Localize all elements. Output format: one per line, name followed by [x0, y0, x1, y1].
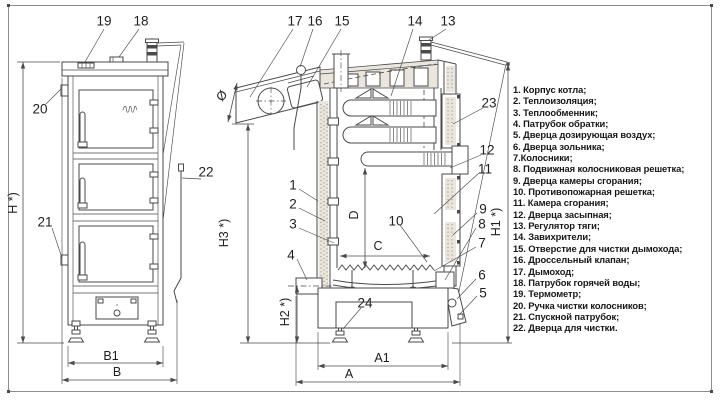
- air-dosing-valve: [447, 298, 457, 308]
- turbulator: [354, 115, 390, 126]
- callout-10: 10: [388, 213, 404, 229]
- legend-item: 10. Противопожарная решетка;: [513, 186, 655, 198]
- upper-door: [78, 89, 154, 149]
- section-view: [235, 36, 510, 343]
- callout-4: 4: [287, 247, 295, 263]
- callout-11: 11: [477, 161, 493, 177]
- front-dimensions: [17, 61, 178, 384]
- callout-2: 2: [289, 196, 297, 212]
- callout-22: 22: [198, 164, 214, 180]
- legend-item: 15. Отверстие для чистки дымохода;: [513, 242, 683, 254]
- heat-exchanger-tubes: [342, 88, 453, 167]
- return-pipe: [288, 277, 332, 295]
- callout-19: 19: [96, 13, 112, 29]
- legend-item: 7.Колосники;: [513, 152, 573, 164]
- dim-h1: H1 *): [488, 207, 503, 237]
- legend-item: 1. Корпус котла;: [513, 84, 587, 95]
- callout-18: 18: [133, 13, 149, 29]
- rear-wall: [316, 88, 339, 288]
- legend-item: 3. Теплообменник;: [513, 106, 598, 118]
- front-view: [60, 38, 185, 343]
- base-ash-chamber: [317, 287, 449, 343]
- callout-14: 14: [407, 13, 423, 29]
- legend-panel: 1. Корпус котла; 2. Теплоизоляция; 3. Те…: [513, 84, 715, 334]
- door-hinges: [149, 99, 159, 270]
- legend-item: 5. Дверца дозирующая воздух;: [513, 129, 656, 141]
- callout-12: 12: [479, 142, 495, 158]
- legend-item: 4. Патрубок обратки;: [513, 118, 609, 130]
- legend-item: 6. Дверца зольника;: [513, 140, 605, 152]
- brand-logo: [122, 105, 137, 113]
- legend-item: 20. Ручка чистки колосников;: [513, 299, 647, 311]
- callout-6: 6: [478, 267, 486, 283]
- chimney-cleaning-hatch: [286, 79, 324, 109]
- legend-item: 21. Спускной патрубок;: [513, 310, 620, 322]
- legend-item: 8. Подвижная колосниковая решетка;: [513, 163, 685, 175]
- drawing-frame: [7, 4, 713, 393]
- legend-item: 14. Завихрители;: [513, 231, 592, 243]
- hot-water-outlet: [109, 56, 124, 63]
- callout-9: 9: [479, 201, 487, 217]
- legend-item: 11. Камера сгорания;: [513, 197, 609, 209]
- callout-21: 21: [37, 214, 53, 230]
- legend-item: 22. Дверца для чистки.: [513, 322, 618, 334]
- thermometer: [77, 62, 95, 69]
- callout-5: 5: [479, 285, 487, 301]
- callout-3: 3: [289, 216, 297, 232]
- callout-leaders: [45, 28, 484, 330]
- grate-cleaning-handle: [60, 84, 69, 97]
- door-handles: [77, 111, 88, 281]
- legend-item: 17. Дымоход;: [513, 265, 575, 277]
- dim-a: A: [344, 366, 354, 381]
- dim-b: B: [112, 364, 122, 379]
- turbulator: [354, 88, 390, 99]
- callout-13: 13: [440, 13, 456, 29]
- legend-item: 19. Термометр;: [513, 288, 582, 300]
- section-dimensions: [227, 64, 512, 386]
- ash-door: [78, 225, 154, 283]
- drain-pipe: [60, 254, 69, 266]
- dim-h3: H3 *): [216, 218, 231, 248]
- callout-24: 24: [357, 295, 373, 311]
- shaker-rod: [173, 163, 184, 304]
- legend-item: 12. Дверца засыпная;: [513, 208, 612, 220]
- dim-h: H *): [5, 192, 20, 214]
- bottom-panel: [95, 296, 139, 320]
- legend-item: 18. Патрубок горячей воды;: [513, 276, 641, 288]
- callout-20: 20: [32, 101, 48, 117]
- legend-item: 13. Регулятор тяги;: [513, 220, 600, 232]
- callout-1: 1: [289, 177, 297, 193]
- callout-15: 15: [334, 13, 350, 29]
- callout-16: 16: [307, 13, 323, 29]
- combustion-door-section: [441, 173, 461, 287]
- callout-23: 23: [481, 95, 497, 111]
- legend-item: 2. Теплоизоляция;: [513, 95, 597, 107]
- dim-a1: A1: [374, 350, 390, 365]
- draft-regulator: [419, 36, 510, 297]
- throttle-valve: [287, 65, 315, 150]
- dim-d: D: [346, 210, 361, 220]
- chimney-duct: [235, 65, 324, 150]
- callout-17: 17: [287, 13, 303, 29]
- top-slab: [319, 50, 439, 92]
- callout-7: 7: [478, 235, 486, 251]
- legend-item: 9. Дверца камеры сгорания;: [513, 174, 642, 186]
- callout-8: 8: [478, 216, 486, 232]
- middle-door: [78, 163, 154, 211]
- legend-item: 16. Дроссельный клапан;: [513, 254, 630, 266]
- tube-cleaning-door: [451, 145, 469, 175]
- dim-b1: B1: [103, 348, 119, 363]
- loading-door-section: [441, 93, 461, 149]
- front-feet: [67, 320, 161, 343]
- dim-c: C: [373, 238, 383, 253]
- dim-h2: H2 *): [277, 297, 292, 327]
